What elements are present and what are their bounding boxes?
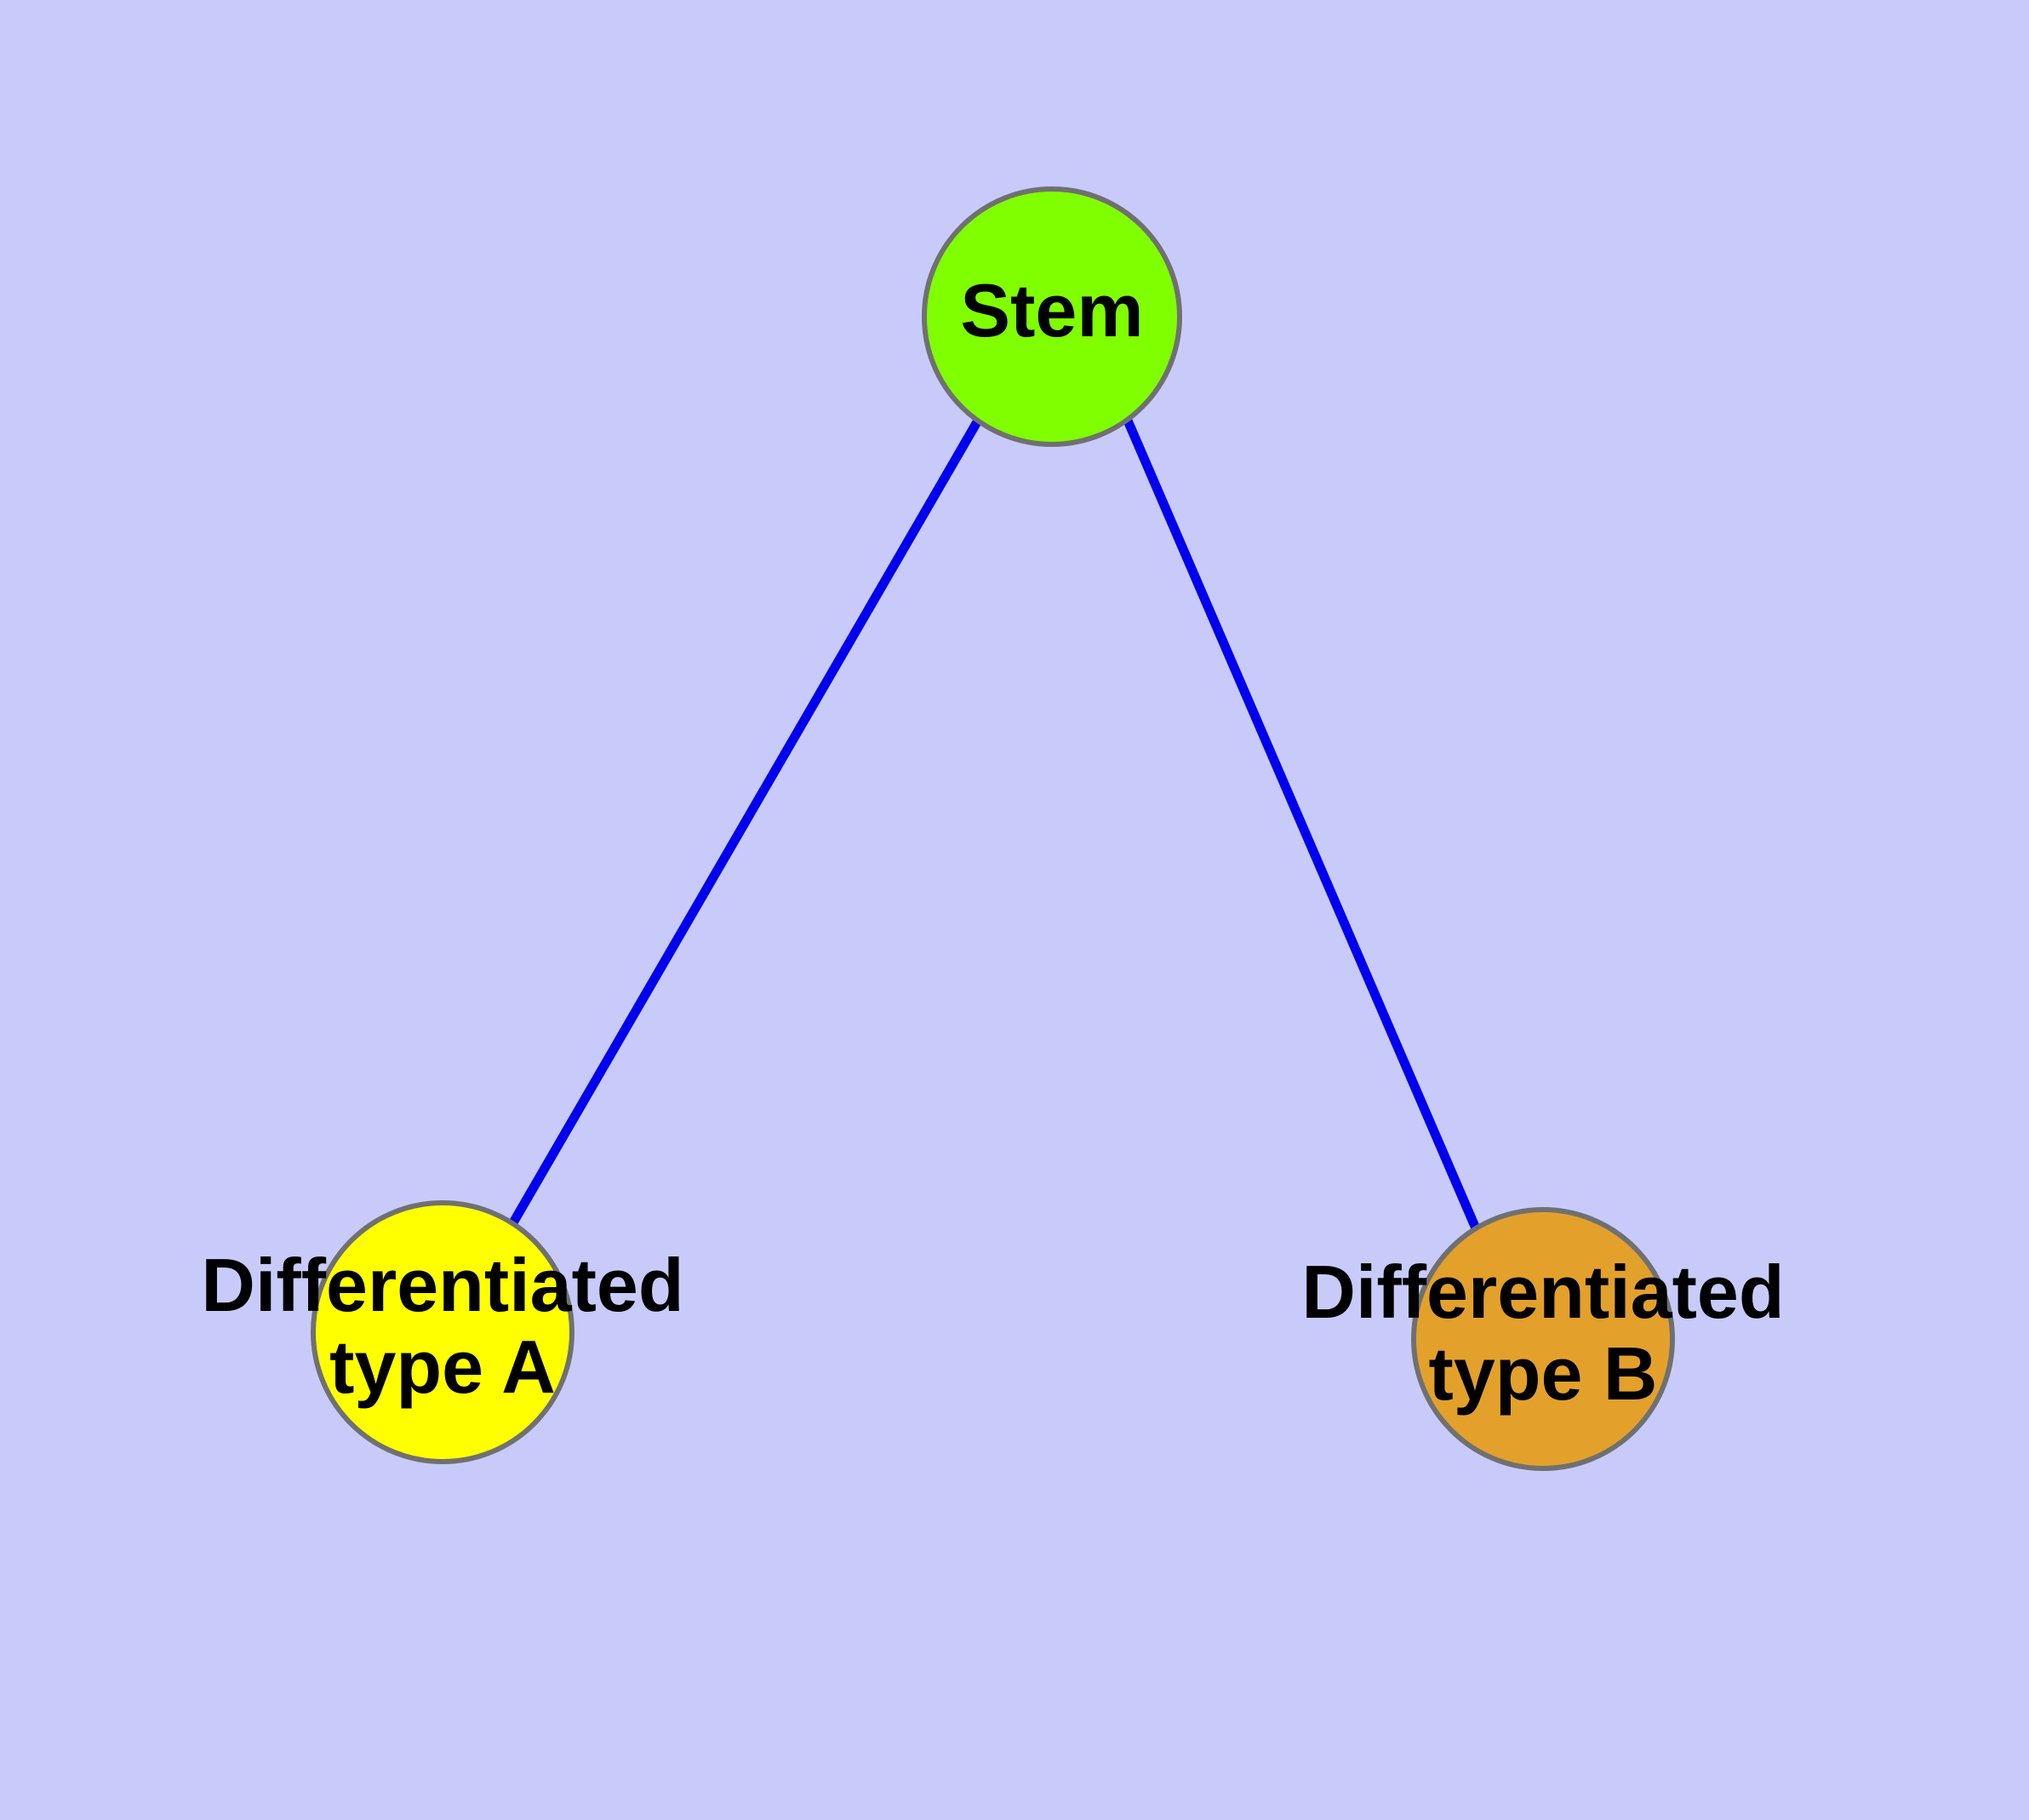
node-label-line: Differentiated <box>1301 1250 1784 1334</box>
edge-stem-to-diff_b[interactable] <box>1123 418 1481 1231</box>
node-label-line: type A <box>329 1325 556 1409</box>
node-stem[interactable] <box>922 186 1182 447</box>
node-label-stem: Stem <box>960 268 1143 352</box>
edges-layer <box>508 418 1481 1231</box>
node-label-line: Stem <box>960 268 1143 352</box>
node-diff_b[interactable] <box>1411 1207 1675 1471</box>
node-diff_a[interactable] <box>311 1200 574 1464</box>
node-label-line: type B <box>1429 1331 1658 1416</box>
node-label-line: Differentiated <box>201 1243 683 1327</box>
edge-stem-to-diff_a[interactable] <box>508 418 982 1227</box>
nodes-layer <box>311 186 1675 1471</box>
